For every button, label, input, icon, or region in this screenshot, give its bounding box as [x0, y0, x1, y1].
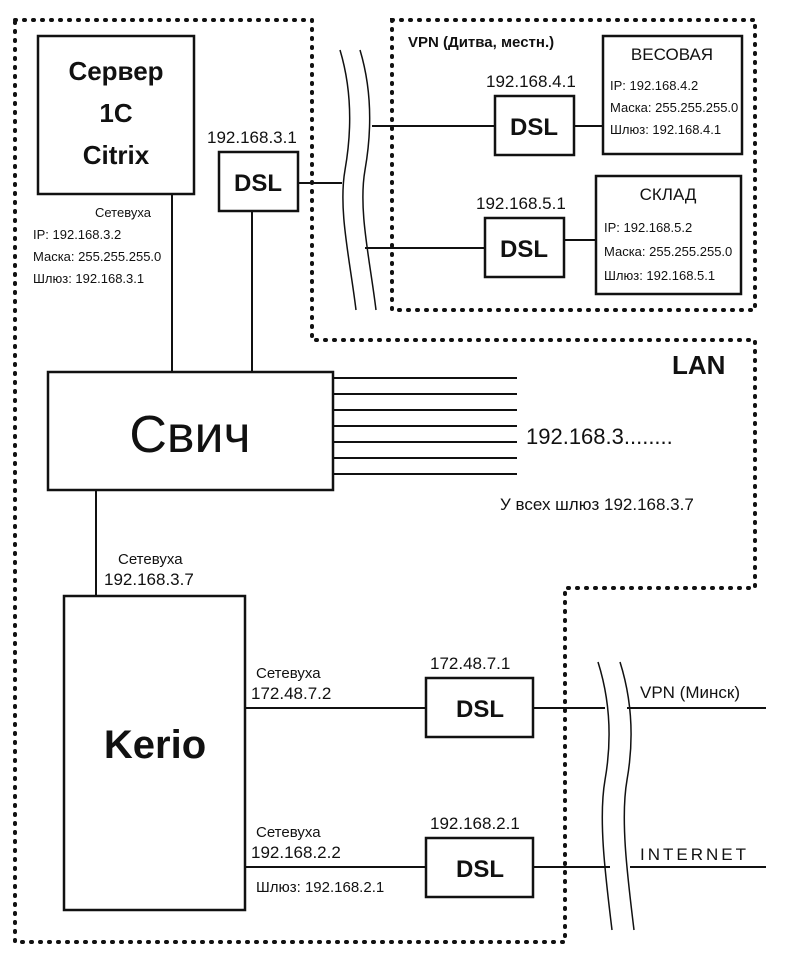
inet-nic-ip: 192.168.2.2 [251, 843, 341, 862]
dsl-vpn-label: DSL [456, 696, 504, 723]
inet-nic-gateway: Шлюз: 192.168.2.1 [256, 879, 384, 896]
dsl-ves-label: DSL [510, 114, 558, 141]
vesovaya-mask: Маска: 255.255.255.0 [610, 100, 738, 115]
server-name-line3: Citrix [83, 140, 150, 170]
dsl-main-ip: 192.168.3.1 [207, 128, 297, 147]
lan-label: LAN [672, 350, 725, 380]
server-nic-title: Сетевуха [95, 205, 152, 220]
dsl-vpn-box [424, 676, 535, 739]
subnet-text: 192.168.3........ [526, 424, 673, 449]
dsl-inet-label: DSL [456, 856, 504, 883]
break-line-upper-left [339, 49, 357, 311]
dsl-vpn-ip: 172.48.7.1 [430, 654, 510, 673]
kerio-nic-title: Сетевуха [118, 551, 183, 568]
break-line-upper-right [359, 49, 377, 311]
sklad-title: СКЛАД [640, 185, 697, 204]
dsl-ves-ip: 192.168.4.1 [486, 72, 576, 91]
lan-boundary [13, 18, 757, 944]
sklad-mask: Маска: 255.255.255.0 [604, 244, 732, 259]
inet-nic-title: Сетевуха [256, 824, 321, 841]
sklad-ip: IP: 192.168.5.2 [604, 220, 692, 235]
sklad-gateway: Шлюз: 192.168.5.1 [604, 268, 715, 283]
vesovaya-gateway: Шлюз: 192.168.4.1 [610, 122, 721, 137]
dsl-sklad-ip: 192.168.5.1 [476, 194, 566, 213]
dsl-sklad-box [483, 216, 566, 279]
vpn-zone-label: VPN (Дитва, местн.) [408, 34, 554, 51]
server-nic-mask: Маска: 255.255.255.0 [33, 249, 161, 264]
switch-box [46, 370, 335, 492]
vpn-minsk-label: VPN (Минск) [640, 683, 740, 702]
dsl-sklad-label: DSL [500, 236, 548, 263]
dsl-ves-box [493, 94, 576, 157]
dsl-inet-box [424, 836, 535, 899]
kerio-nic-ip: 192.168.3.7 [104, 570, 194, 589]
gateway-note: У всех шлюз 192.168.3.7 [500, 495, 694, 514]
switch-port-lines [333, 377, 517, 475]
vpn-nic-ip: 172.48.7.2 [251, 684, 331, 703]
internet-label: INTERNET [640, 845, 749, 864]
break-line-lower-right [619, 661, 635, 931]
break-line-lower-left [597, 661, 613, 931]
vpn-nic-title: Сетевуха [256, 665, 321, 682]
server-name-line2: 1С [99, 98, 132, 128]
switch-label: Свич [129, 406, 250, 464]
server-nic-ip: IP: 192.168.3.2 [33, 227, 121, 242]
kerio-label: Kerio [104, 723, 206, 767]
vesovaya-title: ВЕСОВАЯ [631, 45, 713, 64]
vesovaya-ip: IP: 192.168.4.2 [610, 78, 698, 93]
sklad-box [594, 174, 743, 296]
server-name-line1: Сервер [68, 56, 163, 86]
dsl-main-label: DSL [234, 170, 282, 197]
dsl-inet-ip: 192.168.2.1 [430, 814, 520, 833]
dsl-main-box [217, 150, 300, 213]
server-nic-gateway: Шлюз: 192.168.3.1 [33, 271, 144, 286]
server-box [36, 34, 196, 196]
kerio-box [62, 594, 247, 912]
vpn-ditva-boundary [390, 18, 757, 312]
vesovaya-box [601, 34, 744, 156]
